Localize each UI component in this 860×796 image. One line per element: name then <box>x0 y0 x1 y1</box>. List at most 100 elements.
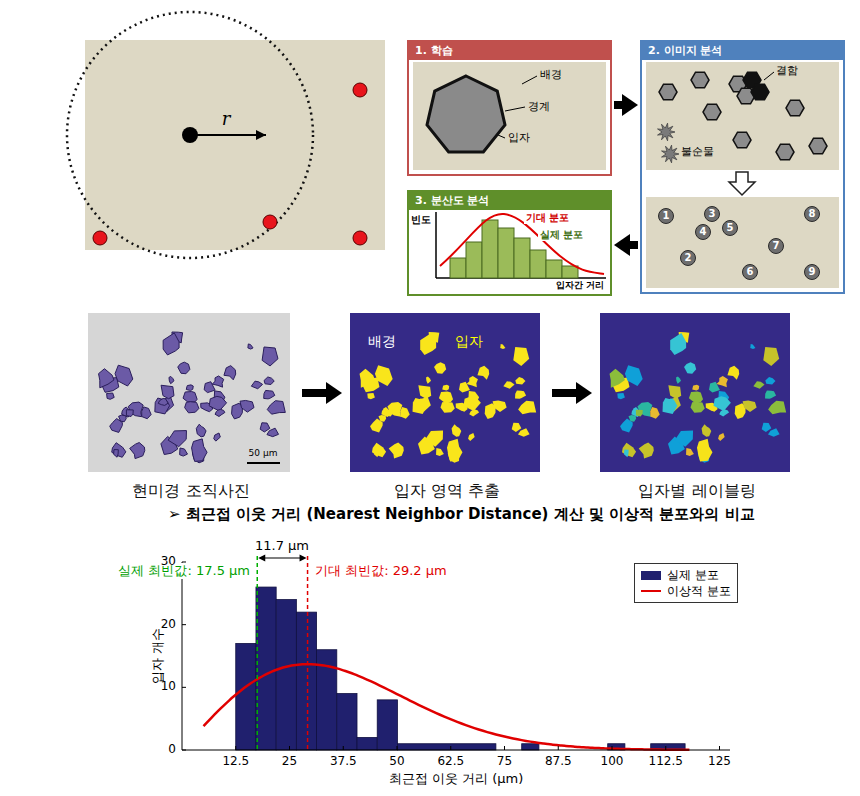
particle-blob <box>503 381 514 389</box>
region-label: 입자 <box>508 131 530 144</box>
legend-text: 이상적 분포 <box>667 583 731 599</box>
histogram-bar <box>482 220 498 278</box>
particle-blob <box>440 402 454 413</box>
tick-label: 37.5 <box>330 754 357 768</box>
particle-blob <box>378 415 386 422</box>
particle-blob <box>367 393 375 399</box>
histogram-bar <box>522 744 539 750</box>
panel-heading: 2. 이미지 분석 <box>642 42 843 60</box>
particle-blob <box>452 424 462 437</box>
tick-label: 75 <box>497 754 512 768</box>
particle-blob <box>413 398 428 414</box>
particle-number: 4 <box>695 224 711 240</box>
particle-blob <box>267 428 279 436</box>
image-panel: 입자별 레이블링 <box>600 313 794 501</box>
section-heading: ➢ 최근접 이웃 거리 (Nearest Neighbor Distance) … <box>168 505 755 523</box>
histogram-bar <box>450 258 466 278</box>
legend-row: 이상적 분포 <box>641 583 731 599</box>
particle-blob <box>163 333 179 355</box>
particle-blob <box>675 431 693 447</box>
particle-blob <box>670 333 686 355</box>
legend-line <box>641 590 661 592</box>
image-ground <box>350 313 540 472</box>
panel-heading: 3. 분산도 분석 <box>409 192 610 210</box>
histogram-bar <box>546 260 562 278</box>
mode-label: 기대 최빈값: 29.2 μm <box>313 563 449 579</box>
particle-blob <box>267 401 285 414</box>
panel-heading: 1. 학습 <box>409 42 610 60</box>
ideal-curve <box>204 664 690 750</box>
particle-blob <box>180 448 188 456</box>
histogram-bar <box>530 250 546 278</box>
step-panel: 2. 이미지 분석138457269 <box>640 40 845 294</box>
particle-blob <box>719 409 729 416</box>
particle-blob <box>372 443 386 458</box>
particle-blob <box>386 410 393 417</box>
particle-blob <box>130 443 145 459</box>
grain-hexagon <box>659 84 677 100</box>
histogram-bar <box>377 700 397 750</box>
particle-blob <box>768 428 780 436</box>
tick-mark <box>450 746 451 750</box>
region-label: 배경 <box>540 68 562 81</box>
particle-blob <box>400 407 409 419</box>
particle-number: 3 <box>704 206 720 222</box>
tick-label: 125 <box>708 754 731 768</box>
particle-blob <box>119 415 127 422</box>
particle-blob <box>215 409 225 416</box>
particle-blob <box>107 393 115 399</box>
leader-line <box>522 76 537 84</box>
analysis-field <box>646 62 839 170</box>
particle-blob <box>161 385 174 398</box>
grain-hexagon <box>786 100 804 116</box>
neighbor-particle <box>263 215 277 229</box>
particle-blob <box>518 428 530 436</box>
tick-label: 25 <box>282 754 297 768</box>
particle-blob <box>717 376 728 387</box>
defect-label: 결함 <box>776 64 798 77</box>
particle-blob <box>639 443 654 459</box>
particle-blob <box>251 381 262 389</box>
particle-blob <box>196 424 206 437</box>
particle-blob <box>666 398 676 405</box>
particle-blob <box>126 410 133 417</box>
tick-mark <box>397 746 398 750</box>
tick-label: 112.5 <box>649 754 683 768</box>
particle-blob <box>158 398 168 405</box>
image-layer <box>88 313 790 472</box>
particle-blob <box>434 362 446 374</box>
particle-blob <box>515 377 525 385</box>
particle-blob <box>183 392 197 402</box>
histogram-bar <box>562 266 578 278</box>
particle-blob <box>692 385 699 391</box>
callout-number: 3 <box>705 207 719 221</box>
particle-blob <box>212 376 223 387</box>
tick-label: 62.5 <box>437 754 464 768</box>
tick-label: 30 <box>161 554 176 568</box>
particle-blob <box>425 431 443 447</box>
histogram-bar <box>397 744 495 750</box>
numbered-field <box>646 197 839 288</box>
flow-arrow <box>302 389 326 397</box>
y-axis <box>182 562 183 750</box>
axis-label: 빈도 <box>411 214 431 226</box>
particle-blob <box>169 376 174 383</box>
particle-blob <box>718 433 725 441</box>
particle-blob <box>628 415 636 422</box>
dimension-arrow <box>264 557 300 558</box>
histogram-bar <box>498 228 514 278</box>
search-circle <box>67 12 313 258</box>
segmentation-map <box>350 313 540 472</box>
tick-label: 12.5 <box>222 754 249 768</box>
label-map <box>600 313 790 472</box>
particle-blob <box>676 376 681 383</box>
particle-blob <box>447 439 463 462</box>
particle-blob <box>439 392 453 402</box>
particle-blob <box>436 448 444 456</box>
histogram-bar <box>357 737 377 750</box>
particle-blob <box>142 407 151 419</box>
tick-label: 0 <box>168 742 176 756</box>
particle-blob <box>155 398 170 414</box>
mode-label: 실제 최빈값: 17.5 μm <box>116 563 252 579</box>
